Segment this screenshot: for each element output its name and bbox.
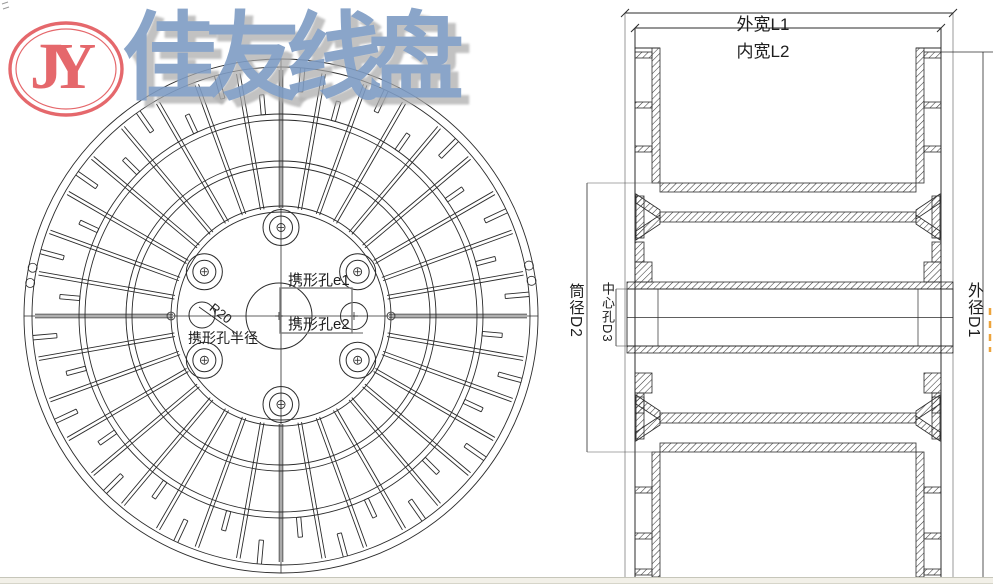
logo-oval: [8, 21, 124, 117]
label-hole-e2: 携形孔e2: [288, 316, 350, 333]
side-view-section-drawing: [586, 8, 993, 578]
label-hole-e1: 携形孔e1: [288, 272, 350, 289]
page-footer-strip: [0, 577, 993, 584]
logo-monogram: JY: [30, 30, 96, 103]
page-artifacts: [1, 1, 10, 10]
company-logo: JY: [4, 18, 128, 120]
dim-label-outer-diameter: 外径D1: [965, 282, 982, 339]
label-hole-radius: 携形孔半径: [188, 330, 258, 346]
dim-label-inner-width: 内宽L2: [736, 42, 790, 61]
dim-label-center-hole: 中心孔D3: [600, 282, 615, 343]
dim-label-outer-width: 外宽L1: [736, 15, 790, 34]
front-view-flange-drawing: [23, 58, 539, 574]
dim-label-barrel-diameter: 筒径D2: [567, 283, 584, 338]
